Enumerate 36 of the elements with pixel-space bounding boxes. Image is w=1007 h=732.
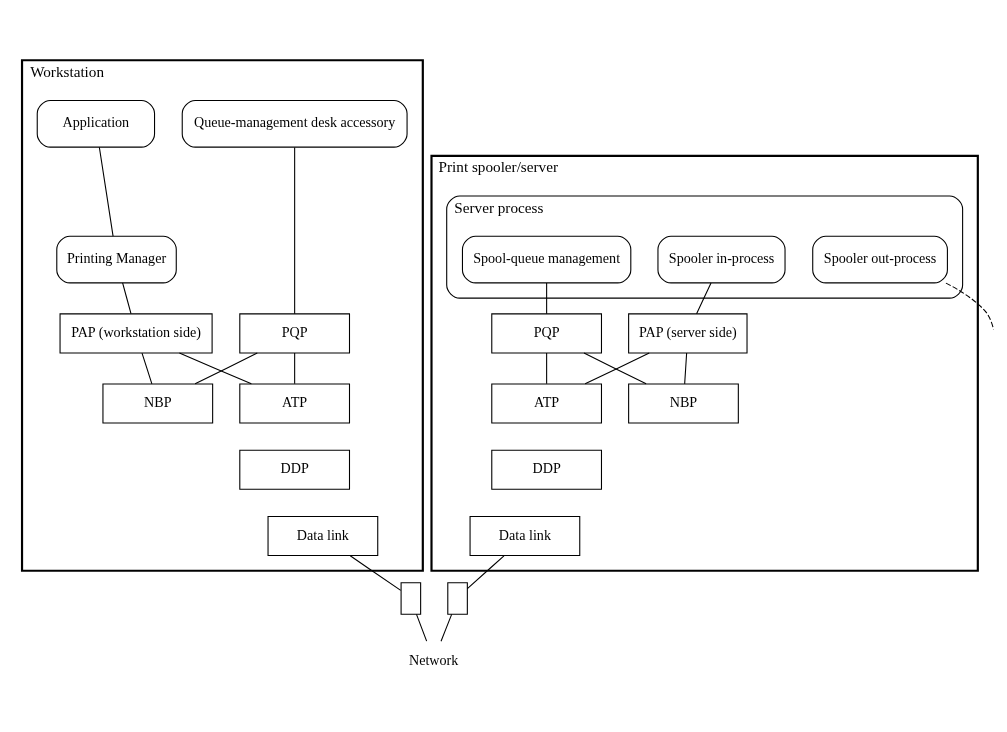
connector bbox=[98, 146, 114, 237]
node-box: ATP bbox=[238, 383, 350, 424]
node-box: DDP bbox=[238, 449, 350, 490]
connector bbox=[194, 352, 258, 385]
connector bbox=[349, 555, 401, 591]
node-box: PQP bbox=[490, 313, 602, 354]
connector bbox=[545, 352, 547, 385]
node-box: PAP (server side) bbox=[627, 313, 748, 354]
node-text: Network bbox=[408, 651, 458, 668]
node-box: Queue-management desk accessory bbox=[181, 99, 408, 148]
connector bbox=[178, 352, 252, 385]
node-box: PAP (workstation side) bbox=[59, 313, 213, 354]
node-box bbox=[400, 582, 421, 615]
connector bbox=[545, 282, 547, 315]
node-box: Application bbox=[36, 99, 155, 148]
node-box: Printing Manager bbox=[55, 235, 177, 284]
connector bbox=[683, 352, 687, 385]
node-box: ATP bbox=[490, 383, 602, 424]
connector bbox=[293, 146, 295, 315]
connector bbox=[695, 282, 712, 315]
connector bbox=[944, 282, 994, 330]
connector bbox=[140, 352, 152, 385]
node-box: Spool-queue management bbox=[461, 235, 631, 284]
node-box: Spooler out-process bbox=[811, 235, 948, 284]
connector bbox=[293, 352, 295, 385]
node-box: Data link bbox=[267, 515, 378, 557]
node-box: Spooler in-process bbox=[656, 235, 786, 284]
connector bbox=[440, 613, 452, 642]
connector bbox=[415, 613, 427, 642]
node-box bbox=[446, 582, 468, 615]
node-box: PQP bbox=[238, 313, 350, 354]
node-box: NBP bbox=[627, 383, 739, 424]
connector bbox=[121, 282, 132, 315]
node-box: Data link bbox=[469, 515, 580, 557]
node-box: DDP bbox=[490, 449, 602, 490]
node-box: NBP bbox=[101, 383, 213, 424]
